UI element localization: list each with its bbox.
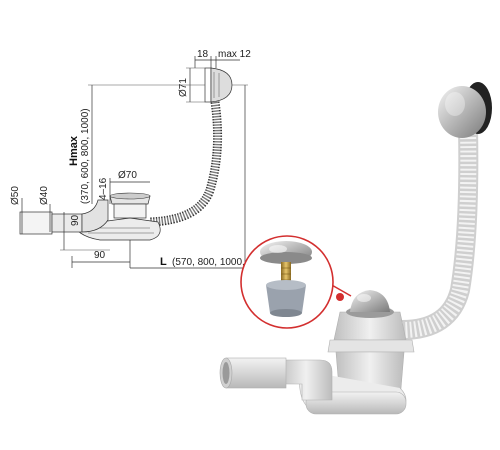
dim-d70: Ø70: [118, 170, 137, 181]
dim-d50: Ø50: [10, 186, 21, 205]
drawing-overflow-cap: [204, 67, 233, 103]
dimension-lines: [21, 56, 248, 269]
dim-hmax-values: (370, 600, 800, 1000): [80, 108, 91, 204]
dim-L-label: L: [160, 256, 167, 268]
dim-L-values: (570, 800, 1000, 1200): [172, 257, 273, 268]
dim-d40: Ø40: [39, 186, 50, 205]
dim-90-horizontal: 90: [94, 250, 106, 261]
overflow-cap-icon: [438, 82, 492, 138]
technical-drawing: 18 max 12 Ø71 Hmax (370, 600, 800, 1000)…: [10, 49, 273, 269]
product-outlet-pipe: [219, 357, 333, 401]
product-hose: [392, 118, 479, 340]
waste-plug-icon: [346, 290, 394, 318]
product-render: [219, 82, 492, 415]
dim-90-vertical: 90: [70, 214, 81, 226]
dim-d71: Ø71: [178, 78, 189, 97]
dim-18: 18: [197, 49, 209, 60]
dim-4-16: 4–16: [98, 177, 109, 200]
drawing-hose: [149, 101, 223, 227]
dim-max12: max 12: [218, 49, 251, 60]
dim-hmax-label: Hmax: [68, 135, 80, 166]
drawing-outlet-pipe: [19, 199, 109, 235]
callout-magnifier-icon: [240, 235, 352, 329]
